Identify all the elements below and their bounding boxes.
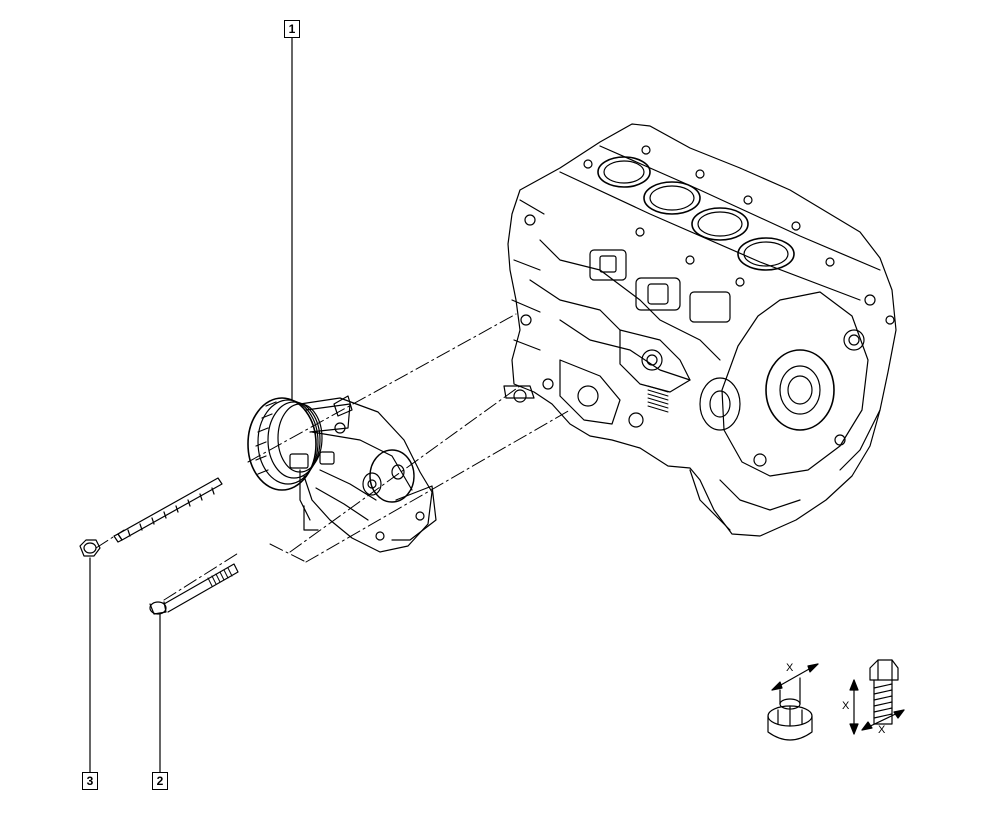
nut-dimension-icon bbox=[767, 663, 819, 741]
bolt-width-dimension-label: X bbox=[878, 724, 886, 736]
bolt-dimension-icon bbox=[849, 659, 905, 735]
callout-nut: 3 bbox=[82, 772, 98, 790]
bolt-length-dimension-label: X bbox=[842, 700, 850, 712]
callout-bolt: 2 bbox=[152, 772, 168, 790]
alignment-lines bbox=[95, 313, 571, 601]
callout-compressor: 1 bbox=[284, 20, 300, 38]
bolt-part bbox=[149, 563, 239, 615]
nut-part bbox=[79, 539, 101, 557]
leader-lines bbox=[89, 37, 293, 773]
dimension-legend bbox=[767, 659, 905, 741]
ac-compressor bbox=[247, 395, 437, 553]
nut-dimension-label: X bbox=[786, 662, 794, 674]
engine-block bbox=[503, 123, 897, 537]
long-bolt-upper bbox=[113, 477, 223, 543]
